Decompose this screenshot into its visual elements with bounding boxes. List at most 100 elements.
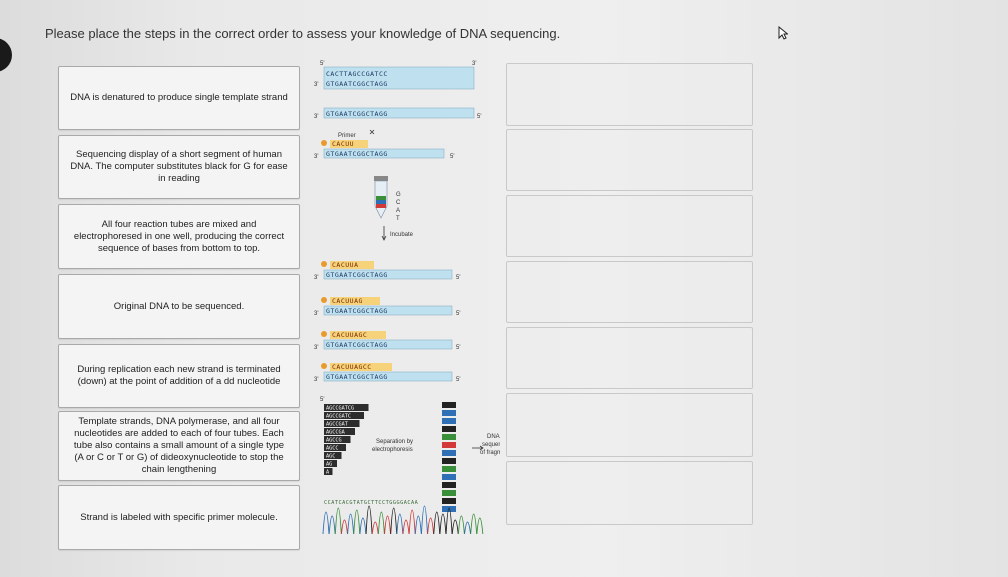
chromatogram-peak-7 [365,505,373,535]
separation-label-line1: Separation by [376,439,413,445]
label-3prime-ext3: 3' [314,345,318,351]
chromatogram-peak-12 [396,513,404,535]
chromatogram-peak-11 [390,507,398,535]
step-card-primer-label[interactable]: Strand is labeled with specific primer m… [58,485,300,550]
label-5prime-top: 5' [320,61,324,67]
primer-tag-icon [321,140,327,146]
extension-2-template: GTGAATCGGCTAGG [326,307,388,315]
drop-zone-4[interactable] [506,261,753,323]
chromatogram-peak-3 [341,519,348,535]
drop-zone-6[interactable] [506,393,753,457]
chromatogram-peak-24 [470,513,478,535]
chromatogram-peak-14 [408,509,416,535]
chromatogram-peak-20 [445,507,453,535]
chromatogram: CCATCACGTATGCTTCCTGGGGACAA [322,500,484,535]
chromatogram-peak-15 [414,515,422,535]
tube-letter-g: G [396,192,401,198]
step-card-original-dna[interactable]: Original DNA to be sequenced. [58,274,300,339]
drop-zone-7[interactable] [506,461,753,525]
gel-band-2 [442,418,456,424]
label-3prime-single: 3' [314,114,318,120]
gel-band-9 [442,474,456,480]
chromatogram-peak-23 [464,521,471,535]
gel-band-7 [442,458,456,464]
separation-label-line2: electrophoresis [372,447,413,453]
label-5prime-ext4: 5' [456,377,460,383]
primer-diagram: Primer CACUU GTGAATCGGCTAGG 3' 5' [314,129,454,160]
primer-seq: CACUU [332,140,354,148]
tube-letter-t: T [396,216,400,222]
chromatogram-peak-13 [402,519,410,535]
incubate-label: Incubate [390,232,414,238]
fragment-bar-3 [324,428,355,435]
label-5prime-ext2: 5' [456,311,460,317]
label-5prime-single: 5' [477,114,481,120]
gel-band-3 [442,426,456,432]
dna-label-line3: of fragment [480,450,500,456]
original-dna-diagram: 5' 3' CACTTAGCCGATCC GTGAATCGGCTAGG 3' [314,61,476,90]
chromatogram-peak-8 [371,521,379,535]
chromatogram-peak-0 [322,511,330,535]
gel-band-10 [442,482,456,488]
drop-zone-5[interactable] [506,327,753,389]
chromatogram-peak-6 [359,517,367,535]
fragment-bar-8 [324,468,333,475]
label-5prime-fragments: 5' [320,397,324,403]
step-card-denature[interactable]: DNA is denatured to produce single templ… [58,66,300,130]
page-title: Please place the steps in the correct or… [45,26,561,41]
fragment-text-7: AG [326,462,332,468]
step-card-template-strands[interactable]: Template strands, DNA polymerase, and al… [58,411,300,481]
gel-band-11 [442,490,456,496]
single-strand-diagram: GTGAATCGGCTAGG 3' 5' [314,107,481,120]
tube-letter-a: A [396,208,400,214]
extension-1-seq: CACUUA [332,261,358,269]
primer-template-seq: GTGAATCGGCTAGG [326,150,388,158]
chromatogram-peak-22 [457,515,465,535]
chromatogram-peak-25 [476,517,484,535]
gel-band-13 [442,506,456,512]
primer-label: Primer [338,133,356,139]
step-card-electrophoresis[interactable]: All four reaction tubes are mixed and el… [58,204,300,269]
label-3prime-ext1: 3' [314,275,318,281]
extension-4-seq: CACUUAGCC [332,363,372,371]
top-strand-seq: CACTTAGCCGATCC [326,70,388,78]
label-5prime-ext3: 5' [456,345,460,351]
gel-band-6 [442,450,456,456]
gel-band-12 [442,498,456,504]
chromatogram-peak-4 [347,513,355,535]
screen-bezel [0,38,12,72]
label-3prime-left: 3' [314,82,318,88]
fragment-bar-1 [324,412,364,419]
dna-sequencing-figure: 5' 3' CACTTAGCCGATCC GTGAATCGGCTAGG 3' G… [314,61,500,535]
chromatogram-peak-5 [353,509,361,535]
step-card-termination[interactable]: During replication each new strand is te… [58,344,300,408]
chromatogram-peak-10 [384,515,391,535]
electrophoresis-diagram: 5' AGCCGATCGAGCCGATCAGCCGATAGCCGAAGCCGAG… [320,397,500,512]
step-card-sequencing-display[interactable]: Sequencing display of a short segment of… [58,135,300,199]
chromatogram-peak-17 [427,517,435,535]
fragment-bar-0 [324,404,369,411]
chromatogram-peak-1 [328,515,336,535]
fragment-bar-5 [324,444,346,451]
gel-band-1 [442,410,456,416]
label-5prime-primer: 5' [450,154,454,160]
gel-band-5 [442,442,456,448]
fragment-bar-2 [324,420,360,427]
tube-letter-c: C [396,200,401,206]
gel-band-8 [442,466,456,472]
chromatogram-peak-18 [433,511,441,535]
drop-zone-3[interactable] [506,195,753,257]
fragment-text-2: AGCCGAT [326,422,348,428]
fragment-text-5: AGCC [326,446,339,452]
label-3prime-top: 3' [472,61,476,67]
drop-zone-2[interactable] [506,129,753,191]
extension-1-template: GTGAATCGGCTAGG [326,271,388,279]
extension-4-template: GTGAATCGGCTAGG [326,373,388,381]
fragment-bar-7 [324,460,337,467]
chromatogram-seq: CCATCACGTATGCTTCCTGGGGACAA [324,500,419,506]
drop-zone-1[interactable] [506,63,753,126]
dna-label-line1: DNA [487,434,500,440]
fragment-text-3: AGCCGA [326,430,346,436]
gel-band-0 [442,402,456,408]
